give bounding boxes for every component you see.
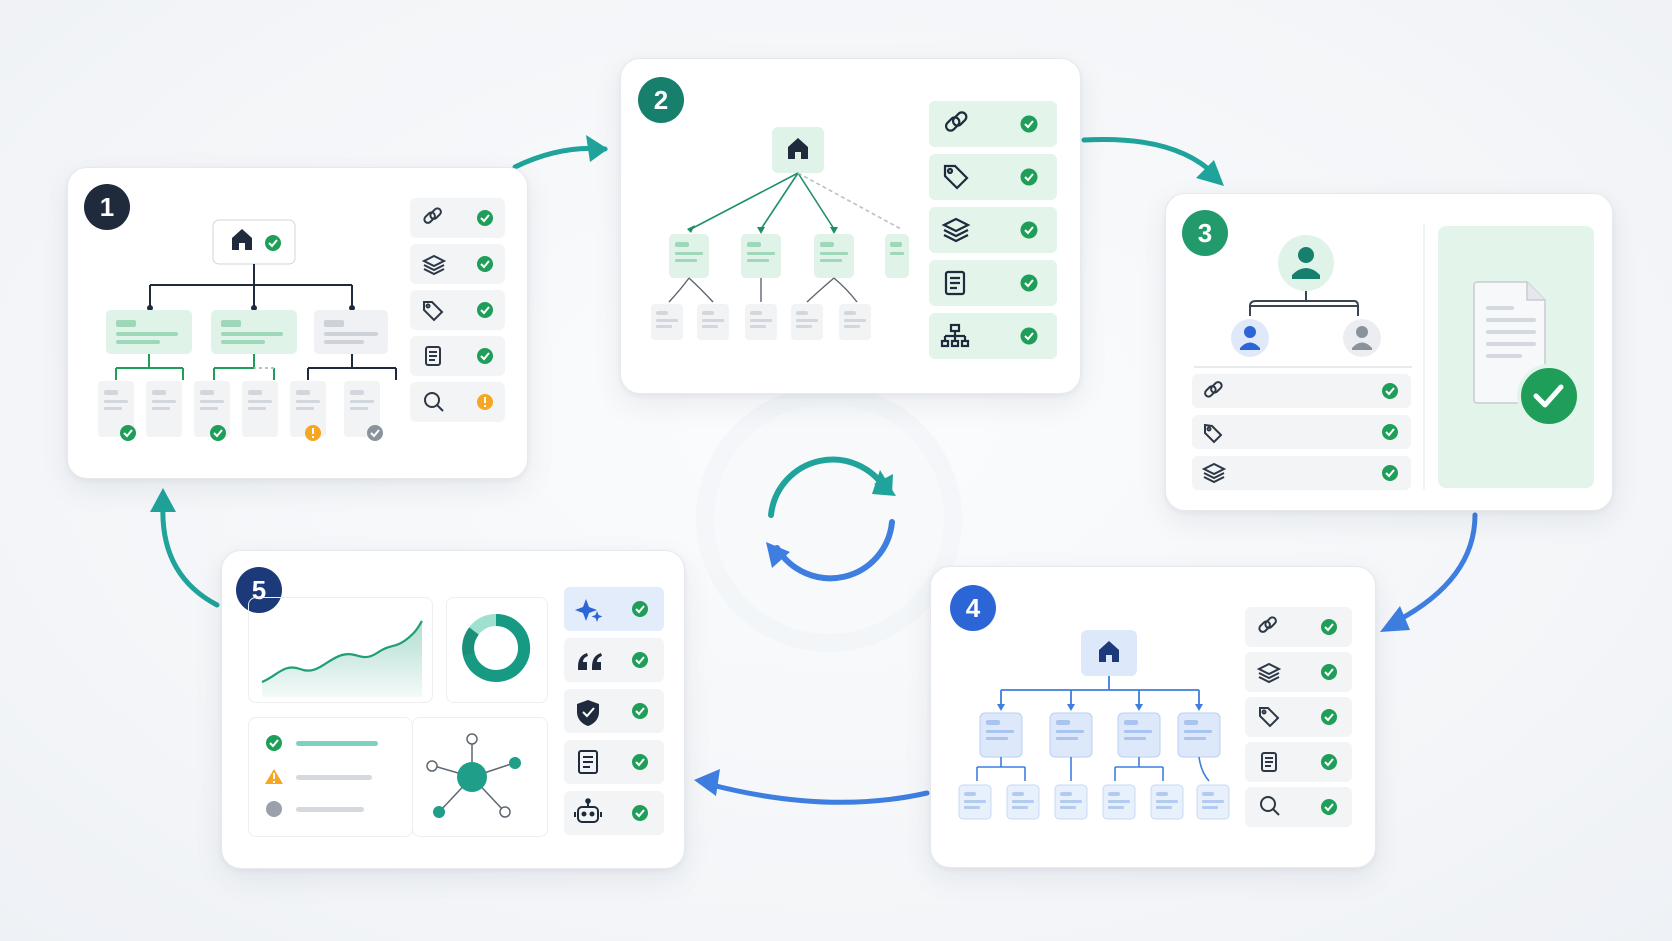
step-4-card: 4 — [930, 566, 1376, 868]
layers-icon — [421, 254, 447, 276]
check-icon — [1020, 327, 1038, 345]
check-icon — [1321, 754, 1337, 770]
check-icon — [632, 601, 648, 617]
step-5-badge: 5 — [236, 567, 282, 613]
check-icon — [477, 348, 493, 364]
check-icon — [1321, 664, 1337, 680]
warning-icon — [477, 394, 493, 410]
link-icon — [1258, 616, 1277, 633]
arrow-3-to-4-head — [1380, 606, 1410, 632]
step-1-site-tree — [98, 219, 397, 441]
check-icon — [1321, 799, 1337, 815]
arrow-2-to-3-head — [1196, 160, 1224, 186]
shield-check-icon — [577, 700, 599, 726]
step-5-visuals — [261, 613, 531, 818]
step-3-row-tag — [1192, 415, 1411, 449]
link-icon — [423, 207, 442, 224]
document-icon — [578, 750, 598, 774]
link-icon — [944, 111, 968, 132]
step-1-row-icons — [421, 207, 493, 412]
arrow-2-to-3 — [1081, 136, 1218, 178]
step-5-row-icons — [574, 599, 648, 823]
layers-icon — [1256, 662, 1282, 684]
sitemap-icon — [940, 323, 970, 348]
check-icon — [1020, 274, 1038, 292]
center-cycle — [714, 404, 944, 634]
step-2-site-tree — [651, 127, 909, 340]
arrow-5-to-1 — [160, 502, 220, 608]
check-icon — [1382, 465, 1398, 481]
arrow-3-to-4 — [1392, 512, 1478, 625]
check-icon — [477, 210, 493, 226]
quote-icon — [578, 653, 602, 670]
search-icon — [424, 392, 444, 412]
step-3-card: 3 — [1165, 193, 1613, 511]
check-icon — [632, 754, 648, 770]
check-icon — [1020, 115, 1038, 133]
check-icon — [1020, 221, 1038, 239]
tag-icon — [943, 164, 969, 190]
search-icon — [1260, 796, 1280, 816]
arrow-4-to-5 — [709, 782, 930, 805]
check-icon — [1382, 424, 1398, 440]
tag-icon — [1259, 707, 1280, 728]
step-4-badge: 4 — [950, 585, 996, 631]
trend-chart-panel — [248, 597, 433, 703]
layers-icon — [1201, 462, 1227, 484]
arrow-1-to-2-head — [586, 135, 608, 162]
check-icon — [477, 256, 493, 272]
step-2-row-icons — [940, 111, 1038, 348]
document-icon — [425, 346, 441, 366]
step-5-card: 5 — [221, 550, 685, 869]
check-icon — [1382, 383, 1398, 399]
tag-icon — [1204, 423, 1223, 444]
step-3-row-link — [1192, 374, 1411, 408]
trend-area-chart — [261, 620, 423, 697]
step-1-card: 1 — [67, 167, 528, 479]
arrow-4-to-5-head — [694, 769, 720, 796]
check-icon — [632, 805, 648, 821]
tag-icon — [423, 301, 444, 322]
check-icon — [632, 652, 648, 668]
check-icon — [632, 703, 648, 719]
step-4-row-icons — [1256, 616, 1337, 816]
link-icon — [1204, 381, 1223, 398]
verified-document-icon — [1473, 281, 1581, 428]
donut-chart — [462, 613, 531, 682]
sparkles-icon — [575, 599, 603, 622]
step-1-badge: 1 — [84, 184, 130, 230]
step-4-site-tree — [958, 630, 1230, 820]
check-icon — [1321, 709, 1337, 725]
network-panel — [412, 717, 548, 837]
step-3-author-tree — [1194, 224, 1425, 490]
step-3-row-icons — [1201, 381, 1398, 484]
layers-icon — [941, 217, 971, 243]
document-icon — [1261, 752, 1277, 772]
check-icon — [477, 302, 493, 318]
step-2-badge: 2 — [638, 77, 684, 123]
donut-panel — [446, 597, 548, 703]
robot-icon — [574, 798, 602, 823]
step-2-card: 2 — [620, 58, 1081, 394]
network-graph — [426, 733, 521, 818]
check-icon — [1020, 168, 1038, 186]
step-3-row-layers — [1192, 456, 1411, 490]
document-icon — [944, 270, 966, 296]
status-list — [265, 735, 378, 817]
check-icon — [1321, 619, 1337, 635]
arrow-5-to-1-head — [150, 488, 176, 512]
step-3-badge: 3 — [1182, 210, 1228, 256]
